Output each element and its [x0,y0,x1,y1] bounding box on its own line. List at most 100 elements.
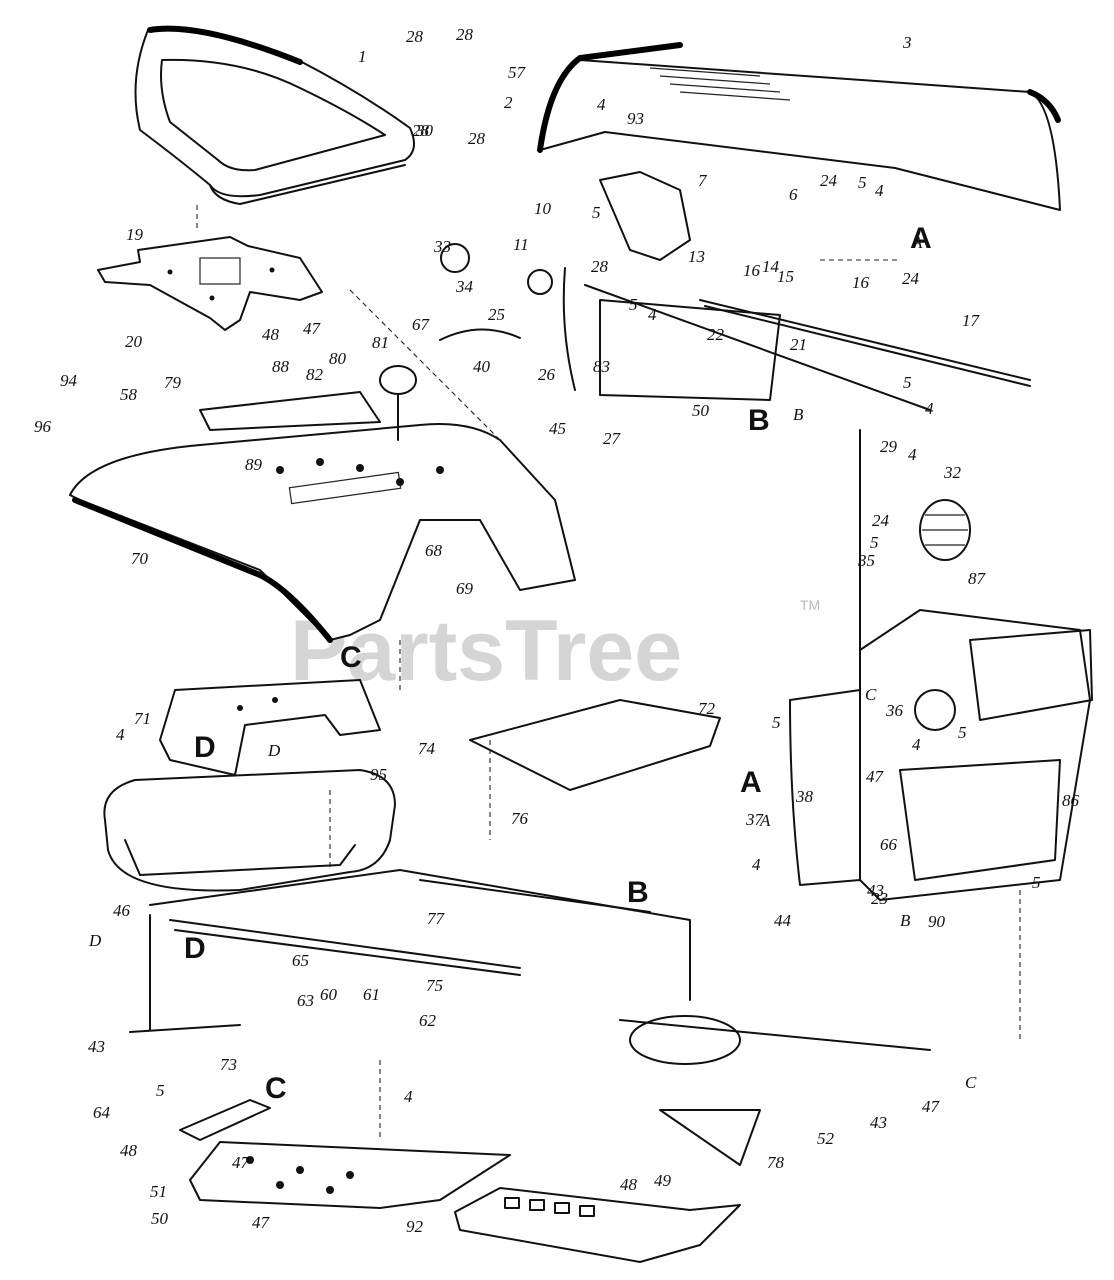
part-callout: 22 [707,325,725,344]
part-callout: 4 [925,399,934,418]
part-callout: 4 [597,95,606,114]
part-callout: 62 [419,1011,437,1030]
part-callout: 28 [591,257,609,276]
headlight-part [919,499,971,561]
part-callout: 65 [292,951,309,970]
part-callout: 86 [1062,791,1080,810]
part-callout: 78 [767,1153,785,1172]
ref-letter-C-upper: C [340,641,362,674]
part-callout: 75 [426,976,443,995]
part-callout: 17 [962,311,981,330]
part-callout: 68 [425,541,443,560]
part-callout: 26 [538,365,556,384]
part-callout: C [865,685,877,704]
part-callout: 30 [415,121,434,140]
part-callout: 28 [468,129,486,148]
part-callout: 63 [297,991,314,1010]
part-callout: 57 [508,63,527,82]
part-callout: 5 [592,203,601,222]
part-callout: A [759,811,771,830]
part-callout: 93 [627,109,644,128]
part-callout: 70 [131,549,149,568]
part-callout: 4 [912,735,921,754]
part-callout: 83 [593,357,610,376]
part-callout: 28 [456,25,474,44]
part-callout: 48 [262,325,280,344]
part-callout: 82 [306,365,324,384]
part-callout: 47 [252,1213,271,1232]
part-callout: 40 [473,357,491,376]
part-callout: 7 [698,171,708,190]
ref-letter-A-lower: A [740,766,762,799]
part-callout: 20 [125,332,143,351]
part-callout: 96 [34,417,52,436]
ref-letter-B-upper: B [748,404,770,437]
part-callout: 66 [880,835,898,854]
part-callout: 14 [762,257,780,276]
part-callout: 16 [852,273,870,292]
part-callout: 51 [150,1182,167,1201]
part-callout: 72 [698,699,716,718]
part-callout: 50 [692,401,710,420]
fuel-tank-part [103,769,396,892]
part-callout: 73 [220,1055,237,1074]
seat-pan-part [97,236,323,331]
part-callout: 77 [427,909,446,928]
fender-body-part [69,365,576,643]
part-callout: 74 [418,739,436,758]
footrest-part [179,1099,761,1263]
part-callout: 33 [433,237,451,256]
part-callout: A [911,233,923,252]
part-callout: 64 [93,1103,111,1122]
ref-letter-A-upper: A [910,222,932,255]
part-callout: 5 [1032,873,1041,892]
part-callout: 48 [620,1175,638,1194]
part-callout: 5 [903,373,912,392]
part-callout: 4 [648,305,657,324]
dash-linkage-part [439,171,1031,411]
part-callout: 94 [60,371,78,390]
part-callout: 52 [817,1129,835,1148]
part-callout: 92 [406,1217,424,1236]
part-callout: 71 [134,709,151,728]
part-callout: 45 [549,419,566,438]
part-callout: 48 [120,1141,138,1160]
part-callout: 81 [372,333,389,352]
part-callout: B [900,911,911,930]
part-callout: 5 [858,173,867,192]
part-callout: 24 [872,511,890,530]
part-callout: 69 [456,579,474,598]
part-callout: 5 [870,533,879,552]
part-callout: 28 [412,121,430,140]
part-callout: 46 [113,901,131,920]
part-callout: 1 [358,47,367,66]
part-callout: B [793,405,804,424]
part-callout: 37 [745,810,765,829]
part-callout: 47 [303,319,322,338]
trademark-mark: TM [800,597,820,613]
part-callout: 5 [772,713,781,732]
frame-part [129,869,931,1065]
part-callout: 90 [928,912,946,931]
part-callout: 2 [504,93,513,112]
hood-part [537,42,1061,211]
part-callout: 4 [116,725,125,744]
part-callout: 43 [88,1037,105,1056]
part-callout: 87 [968,569,987,588]
part-callout: 23 [871,889,888,908]
part-callout: 5 [958,723,967,742]
part-callout: 60 [320,985,338,1004]
part-callout: 95 [370,765,387,784]
part-callout: 32 [943,463,962,482]
part-callout: 88 [272,357,290,376]
part-callout: 16 [743,261,761,280]
part-callout: 29 [880,437,898,456]
part-callout: 10 [534,199,552,218]
part-callout: 11 [513,235,529,254]
part-callout: 28 [406,27,424,46]
part-callout: 5 [156,1081,165,1100]
part-callout: 43 [867,881,884,900]
part-callout: 43 [870,1113,887,1132]
part-callout: 5 [629,295,638,314]
